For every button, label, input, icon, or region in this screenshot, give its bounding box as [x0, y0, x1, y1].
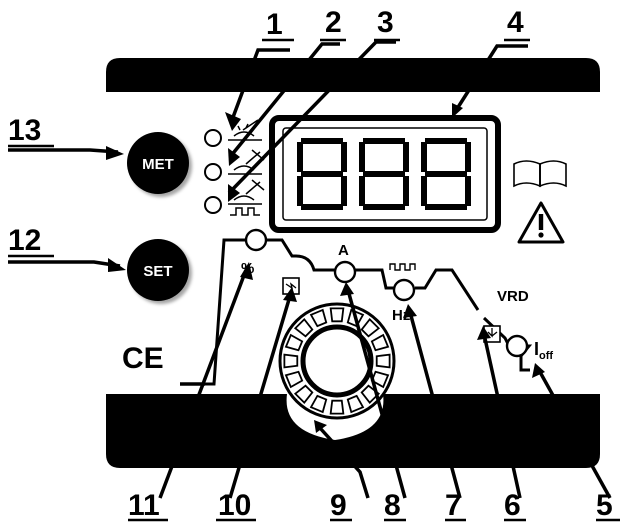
leader-9 [318, 426, 370, 499]
arrow-13 [106, 146, 124, 160]
callout-13: 13 [8, 114, 41, 147]
display-segment [341, 142, 347, 172]
leader-7 [408, 311, 462, 499]
encoder-knob[interactable] [278, 302, 396, 420]
display-segment [297, 142, 303, 172]
display-segment [301, 138, 343, 144]
display: 888 [269, 115, 501, 233]
knob-ridge [360, 317, 381, 338]
warning-icon [517, 201, 565, 244]
led-tig [204, 163, 222, 181]
leader-5 [538, 371, 612, 499]
leader-12 [8, 260, 121, 268]
knob-ridge [346, 394, 365, 414]
led-pulse-tig [204, 196, 222, 214]
leader-10 [228, 295, 292, 499]
display-segment [465, 142, 471, 172]
arrow-7 [403, 304, 417, 318]
display-segment [359, 176, 365, 206]
met-button[interactable]: MET [127, 132, 189, 194]
display-segment [403, 176, 409, 206]
arrow-1 [225, 112, 241, 131]
callout-4: 4 [507, 6, 524, 39]
display-segment [425, 171, 467, 177]
arrow-11 [240, 262, 253, 280]
knob-ridge [329, 399, 345, 415]
arrow-10 [283, 287, 297, 302]
callout-6: 6 [504, 489, 521, 522]
knob-ridge [293, 384, 314, 405]
callout-3: 3 [377, 6, 394, 39]
label-ioff: Ioff [534, 339, 553, 362]
knob-ridge [293, 317, 314, 338]
callout-11: 11 [128, 489, 160, 522]
display-segment [465, 176, 471, 206]
ce-mark: CE [122, 342, 164, 375]
leader-13 [8, 148, 119, 154]
set-button-label: SET [143, 263, 172, 280]
arrow-3 [228, 184, 240, 202]
book-icon [513, 160, 567, 188]
arrow-6 [477, 326, 491, 340]
pulse-tig-icon [228, 179, 265, 216]
callout-5: 5 [596, 489, 613, 522]
callout-10: 10 [218, 489, 251, 522]
callout-9: 9 [330, 489, 347, 522]
led-current [333, 260, 357, 284]
display-segment [363, 204, 405, 210]
leader-2 [228, 42, 340, 159]
display-segment [421, 142, 427, 172]
display-segment [403, 142, 409, 172]
arrow-8 [340, 282, 354, 296]
display-segment [421, 176, 427, 206]
knob-ridge [284, 333, 304, 352]
pulse-wave-icon [389, 263, 416, 271]
arrow-5 [532, 363, 545, 378]
knob-ridge [309, 394, 328, 414]
display-segment [425, 204, 467, 210]
label-amps: A [338, 242, 349, 259]
display-segment [359, 142, 365, 172]
callout-8: 8 [384, 489, 401, 522]
knob-ridge [370, 333, 390, 352]
knob-ridge [283, 353, 299, 369]
led-ioff [505, 334, 529, 358]
display-segment [363, 138, 405, 144]
display-segment [363, 171, 405, 177]
callout-1: 1 [266, 8, 283, 41]
knob-ridge [284, 370, 304, 389]
arrow-4 [452, 103, 463, 118]
arrow-9 [314, 420, 327, 433]
knob-ridge [329, 307, 345, 323]
callout-12: 12 [8, 224, 41, 257]
display-segment [425, 138, 467, 144]
callout-2: 2 [325, 6, 342, 39]
arrow-2 [228, 148, 240, 166]
leader-8 [346, 289, 407, 499]
leader-4 [453, 44, 528, 113]
knob-ridge [309, 308, 328, 328]
arrow-12 [108, 258, 126, 272]
display-segment [301, 204, 343, 210]
display-segment [297, 176, 303, 206]
callout-7: 7 [445, 489, 462, 522]
led-hot-start [244, 228, 268, 252]
leader-6 [482, 333, 522, 499]
leader-3 [227, 40, 396, 195]
label-vrd: VRD [497, 288, 529, 305]
met-button-label: MET [142, 156, 174, 173]
knob-ridge [375, 353, 391, 369]
set-button[interactable]: SET [127, 239, 189, 301]
led-frequency [392, 278, 416, 302]
parameter-path [205, 238, 533, 386]
led-mma [204, 129, 222, 147]
display-segment [301, 171, 343, 177]
display-segment [341, 176, 347, 206]
leader-1 [230, 48, 290, 121]
